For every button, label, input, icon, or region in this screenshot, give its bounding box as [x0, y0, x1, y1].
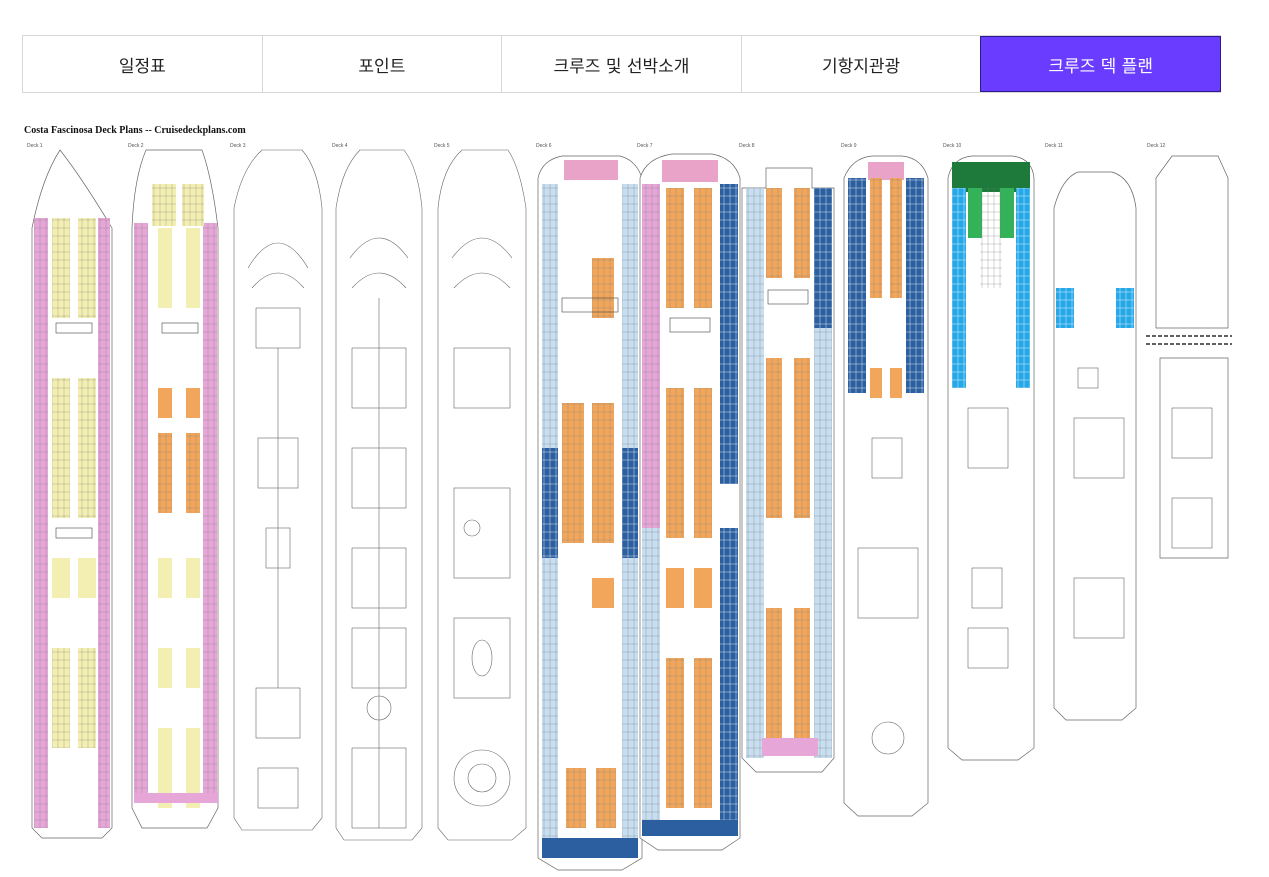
tab-shore-excursions[interactable]: 기항지관광	[740, 36, 981, 92]
deck-label-9: Deck 9	[841, 143, 857, 149]
deck-label-5: Deck 5	[434, 143, 450, 149]
deck-3-plan	[233, 149, 323, 831]
tab-cruise-ship-intro[interactable]: 크루즈 및 선박소개	[501, 36, 741, 92]
deck-9-plan	[843, 155, 929, 817]
deck-1-plan	[31, 149, 113, 839]
tab-bar: 일정표 포인트 크루즈 및 선박소개 기항지관광 크루즈 덱 플랜	[22, 35, 1221, 93]
deck-7-plan	[639, 153, 741, 851]
deck-label-1: Deck 1	[27, 143, 43, 149]
deck-label-12: Deck 12	[1147, 143, 1166, 149]
deck-5-plan	[437, 149, 527, 841]
deck-label-4: Deck 4	[332, 143, 348, 149]
deck-plan-title: Costa Fascinosa Deck Plans -- Cruisedeck…	[24, 125, 246, 136]
deck-2-plan	[131, 149, 219, 829]
deck-label-8: Deck 8	[739, 143, 755, 149]
deck-label-11: Deck 11	[1045, 143, 1063, 149]
deck-label-3: Deck 3	[230, 143, 246, 149]
deck-label-6: Deck 6	[536, 143, 552, 149]
tab-itinerary[interactable]: 일정표	[22, 36, 262, 92]
deck-11-plan	[1053, 171, 1137, 721]
deck-8-plan	[741, 167, 835, 773]
deck-4-plan	[335, 149, 423, 841]
deck-12-plan	[1146, 155, 1232, 559]
deck-plan-drawing	[31, 149, 1232, 871]
deck-label-7: Deck 7	[637, 143, 653, 149]
deck-10-plan	[947, 155, 1035, 761]
tab-deck-plan[interactable]: 크루즈 덱 플랜	[980, 36, 1221, 92]
deck-6-plan	[537, 155, 643, 871]
deck-label-10: Deck 10	[943, 143, 962, 149]
deck-label-2: Deck 2	[128, 143, 144, 149]
tab-points[interactable]: 포인트	[261, 36, 502, 92]
